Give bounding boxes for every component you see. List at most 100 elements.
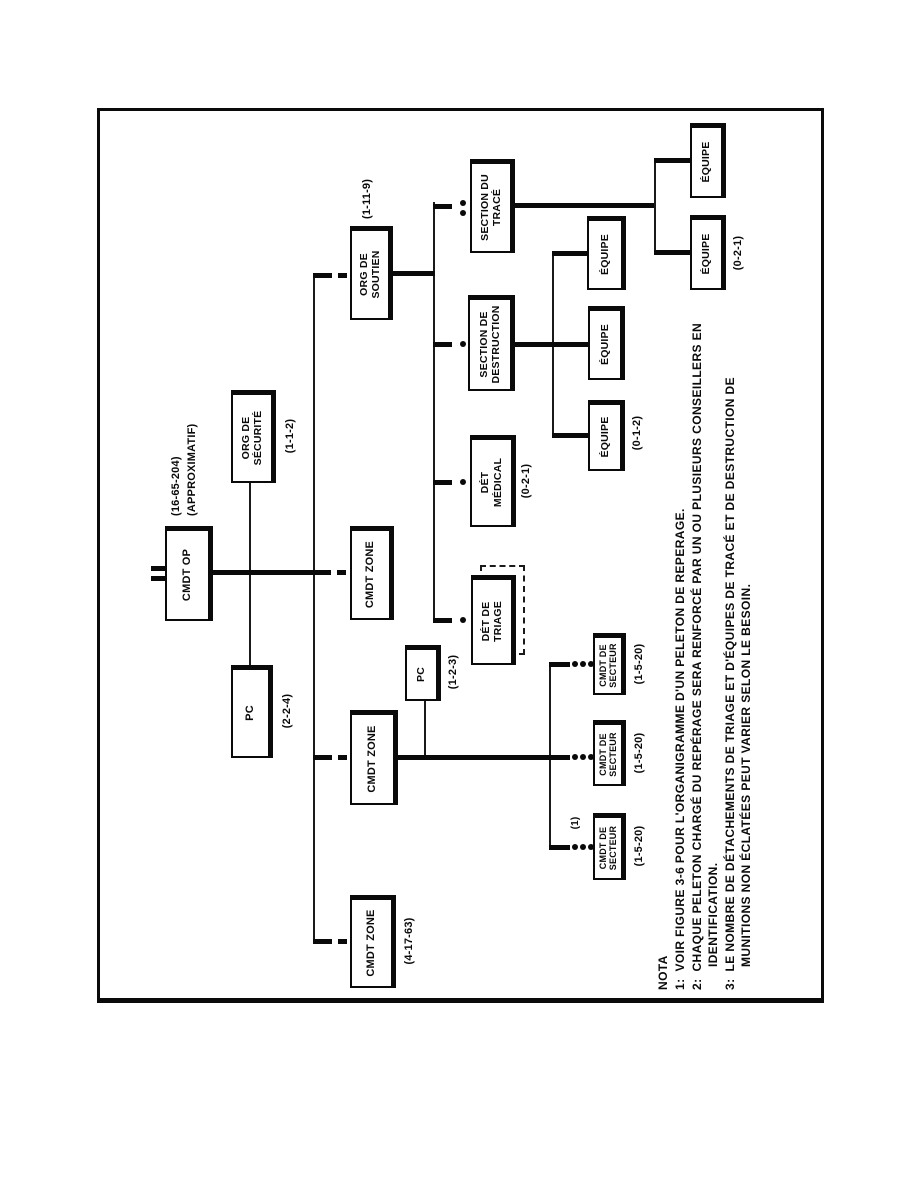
elbow-zone1-dash (338, 939, 347, 944)
connector-soutien-spine (433, 202, 435, 621)
unit-dot (580, 661, 586, 667)
node-equipe-trace-2: ÉQUIPE (690, 123, 726, 198)
unit-dot (580, 754, 586, 760)
annotation-strength: (1-5-20) (633, 732, 645, 774)
node-label: ÉQUIPE (598, 416, 611, 458)
elbow-secteur3 (549, 662, 570, 667)
org-chart-rotated: CMDT OP PC ORG DE SÉCURITÉ CMDT ZONE CMD… (100, 106, 827, 998)
nota-item-text: LE NOMBRE DE DÉTACHEMENTS DE TRIAGE ET D… (723, 376, 737, 972)
nota-item-2: 2: CHAQUE PELETON CHARGÉ DU REPÉRAGE SERA… (690, 323, 704, 990)
stem-zone2 (398, 755, 570, 760)
node-label-line1: SECTION DU (478, 174, 491, 241)
elbow-equipe-d1 (552, 433, 588, 438)
node-section-destruction: SECTION DE DESTRUCTION (468, 295, 515, 391)
node-pc-zone: PC (405, 645, 441, 701)
node-label-line1: CMDT DE (597, 644, 608, 687)
node-label-line2: TRIAGE (492, 601, 504, 642)
node-label-line2: SÉCURITÉ (252, 410, 264, 466)
node-label-line1: CMDT DE (597, 826, 608, 870)
node-label-line1: CMDT DE (597, 733, 608, 776)
node-pc-op: PC (231, 665, 273, 758)
connector-trace-spine (654, 160, 656, 255)
stem-cmdt-op-dash (337, 570, 346, 575)
connector-pc-zone-link (424, 701, 426, 758)
node-det-triage: DÉT DE TRIAGE (471, 575, 516, 665)
unit-dot (460, 479, 466, 485)
annotation-strength: (1-5-20) (633, 643, 645, 685)
nota-item-number: 1: (673, 978, 687, 990)
nota-item-text: VOIR FIGURE 3-6 POUR L'ORGANIGRAMME D'UN… (673, 508, 687, 972)
annotation-strength: (1-2-3) (447, 654, 459, 690)
annotation-strength: (0-2-1) (520, 463, 532, 499)
unit-dot (588, 661, 594, 667)
node-label: ÉQUIPE (598, 234, 611, 275)
node-label-line2: DESTRUCTION (490, 305, 502, 384)
elbow-secteur1 (549, 845, 570, 850)
node-label: PC (415, 667, 428, 682)
node-label: CMDT OP (181, 548, 194, 602)
annotation-approx: (APPROXIMATIF) (186, 423, 198, 516)
node-label-line1: DÉT DE (479, 601, 492, 642)
node-cmdt-secteur-2: CMDT DE SECTEUR (593, 720, 626, 786)
unit-dot (460, 200, 466, 206)
node-cmdt-zone-1: CMDT ZONE (350, 895, 396, 988)
unit-dot (460, 617, 466, 623)
nota-item-2-cont: IDENTIFICATION. (706, 862, 720, 967)
elbow-equipe-t2 (654, 158, 690, 163)
node-label-line2: SECTEUR (608, 825, 618, 871)
annotation-strength: (1-11-9) (361, 178, 373, 219)
branch-medical (433, 480, 452, 485)
node-label-line1: ORG DE (239, 416, 252, 460)
branch-triage (433, 618, 452, 623)
node-label: PC (244, 705, 257, 721)
nota-item-number: 3: (723, 978, 737, 990)
echelon-bar-icon (151, 566, 165, 571)
annotation-strength: (4-17-63) (403, 917, 415, 965)
nota-item-3: 3: LE NOMBRE DE DÉTACHEMENTS DE TRIAGE ET… (723, 377, 737, 990)
annotation-strength: (0-1-2) (631, 415, 643, 451)
annotation-strength: (2-2-4) (281, 693, 293, 729)
node-label: CMDT ZONE (364, 540, 377, 609)
nota-title: NOTA (656, 955, 670, 990)
node-label: ÉQUIPE (598, 324, 611, 365)
stem-trace (515, 203, 654, 208)
annotation-strength: (1-5-20) (633, 825, 645, 867)
nota-item-number: 2: (690, 978, 704, 990)
node-equipe-destruction-2: ÉQUIPE (588, 306, 625, 380)
elbow-zone2-dash (338, 755, 347, 760)
node-cmdt-zone-3: CMDT ZONE (350, 526, 394, 620)
node-label-line2: SECTEUR (608, 643, 618, 688)
annotation-strength: (0-2-1) (732, 235, 744, 271)
stem-cmdt-op (213, 570, 331, 575)
elbow-zone2 (313, 755, 332, 760)
diagram-frame: CMDT OP PC ORG DE SÉCURITÉ CMDT ZONE CMD… (97, 108, 824, 1003)
unit-dot (572, 661, 578, 667)
node-label-line2: SECTEUR (608, 732, 618, 777)
node-cmdt-op: CMDT OP (165, 526, 213, 621)
node-equipe-trace-1: ÉQUIPE (690, 215, 726, 290)
unit-dot (460, 341, 466, 347)
node-section-trace: SECTION DU TRACÉ (470, 159, 515, 253)
node-label: CMDT ZONE (366, 725, 379, 793)
node-label: CMDT ZONE (365, 909, 378, 977)
elbow-zone1 (313, 939, 332, 944)
node-org-securite: ORG DE SÉCURITÉ (231, 390, 276, 483)
connector-level2-spine (313, 273, 315, 944)
elbow-soutien-dash (338, 273, 347, 278)
annotation-strength: (1-1-2) (284, 418, 296, 454)
echelon-bar-icon (151, 576, 165, 581)
unit-dot (572, 754, 578, 760)
branch-trace (433, 204, 452, 209)
node-cmdt-secteur-3: CMDT DE SECTEUR (593, 633, 626, 695)
nota-item-text: CHAQUE PELETON CHARGÉ DU REPÉRAGE SERA R… (690, 322, 704, 972)
node-det-medical: DÉT MÉDICAL (470, 435, 516, 527)
node-equipe-destruction-3: ÉQUIPE (587, 216, 626, 290)
node-label-line2: MÉDICAL (491, 457, 504, 508)
node-cmdt-secteur-1: CMDT DE SECTEUR (593, 813, 626, 880)
unit-dot (588, 754, 594, 760)
node-label-line1: ORG DE (357, 253, 370, 296)
unit-dot (580, 844, 586, 850)
node-label: ÉQUIPE (700, 141, 713, 183)
nota-item-1: 1: VOIR FIGURE 3-6 POUR L'ORGANIGRAMME D'… (673, 508, 687, 990)
